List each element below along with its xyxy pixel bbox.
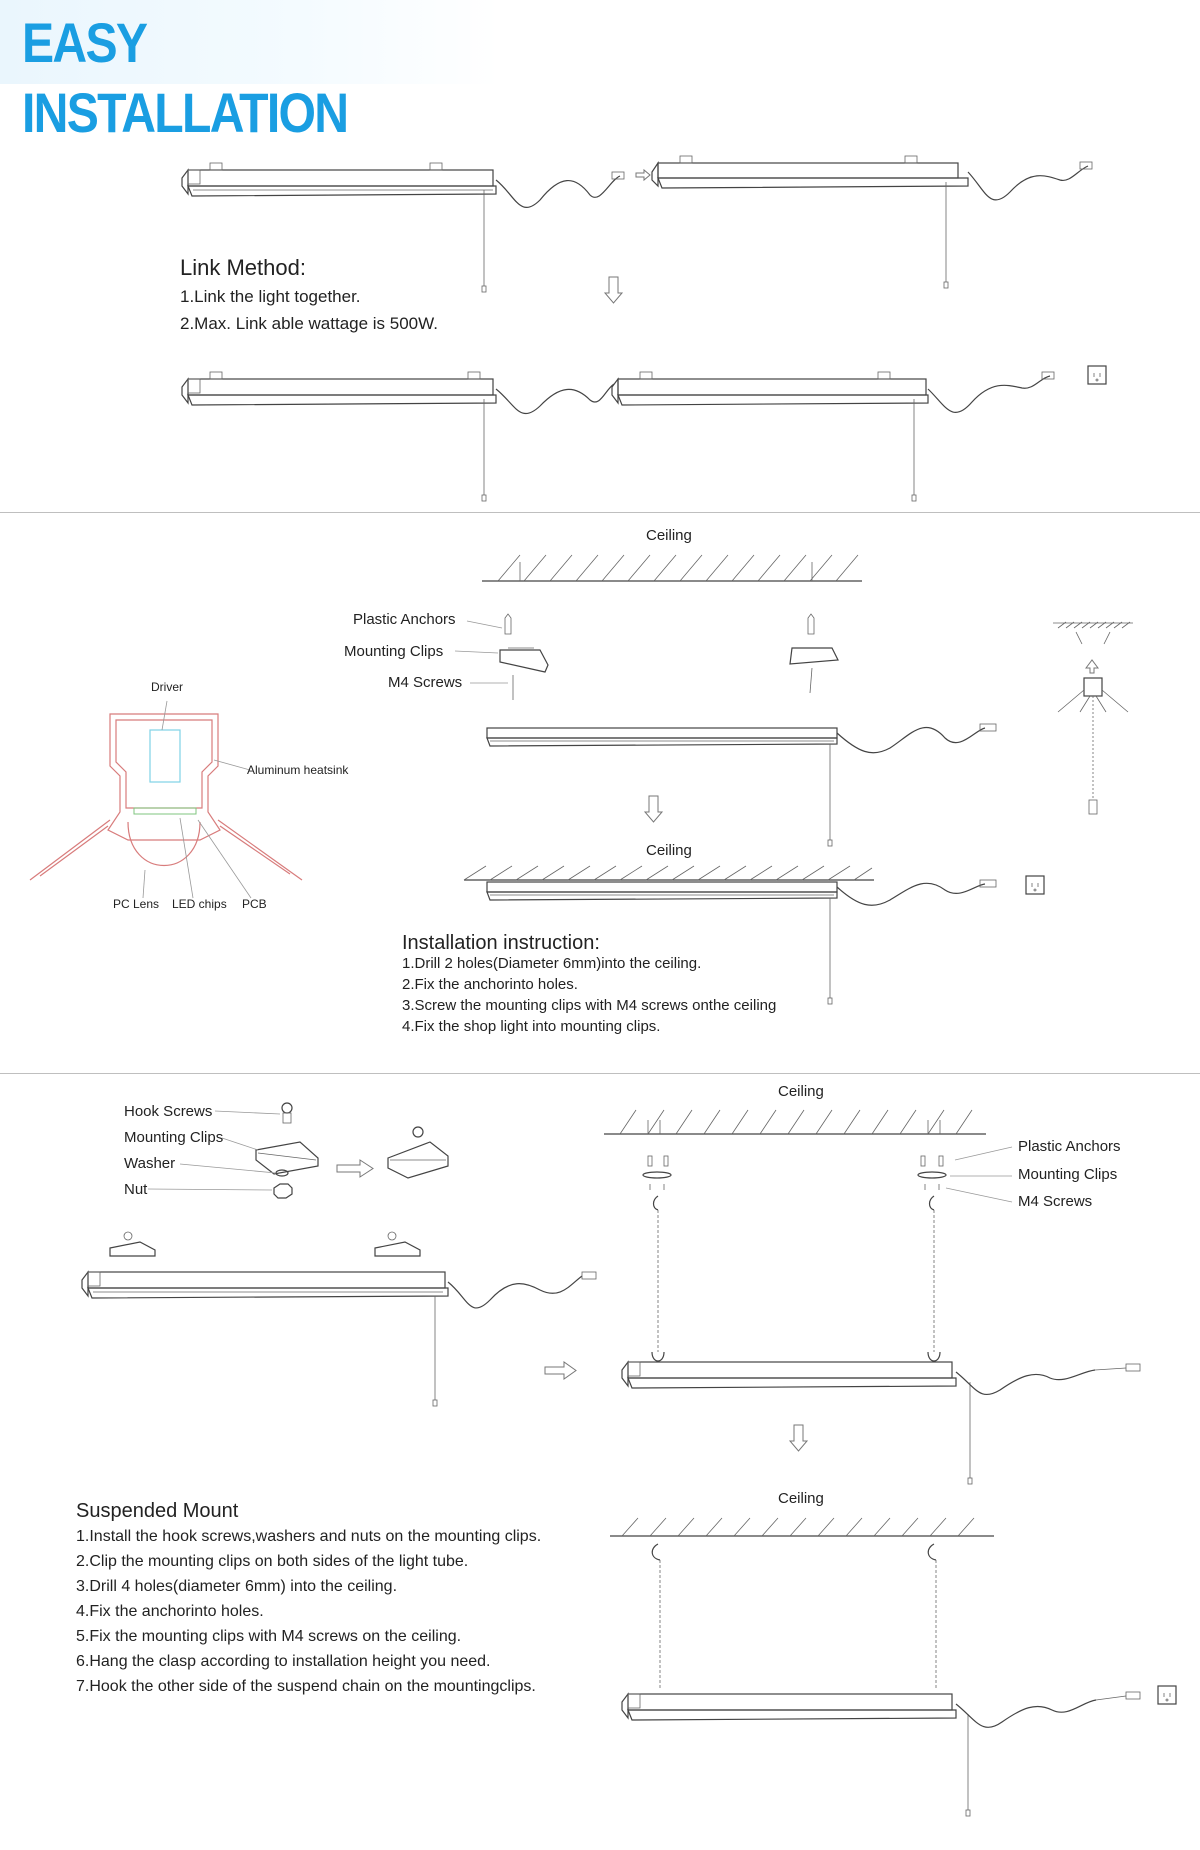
driver-label: Driver (151, 680, 183, 694)
chain-detail (1053, 621, 1133, 815)
mounting-clip-assembly (789, 613, 839, 694)
suspended-step: 3.Drill 4 holes(diameter 6mm) into the c… (76, 1578, 398, 1595)
installation-title: Installation instruction: (402, 932, 600, 954)
led-chips-label: LED chips (172, 897, 227, 911)
light-fixture (651, 155, 1093, 289)
ceiling-label: Ceiling (646, 527, 692, 544)
suspend-chain (642, 1155, 672, 1362)
m4-screws-label: M4 Screws (1018, 1193, 1093, 1210)
plastic-anchors-label: Plastic Anchors (353, 611, 456, 628)
pc-lens-label: PC Lens (113, 897, 160, 911)
right-arrow-icon (544, 1361, 577, 1380)
light-fixture (181, 162, 625, 293)
ceiling-hatch (463, 865, 874, 881)
light-fixture (486, 723, 997, 847)
page-title: EASY INSTALLATION (22, 11, 349, 144)
mounting-clips-label: Mounting Clips (124, 1129, 224, 1146)
linked-fixtures (181, 371, 1055, 502)
link-step: 2.Max. Link able wattage is 500W. (180, 314, 438, 333)
heatsink-label: Aluminum heatsink (247, 763, 349, 777)
mounting-clip-part (255, 1141, 319, 1175)
ceiling-label: Ceiling (778, 1490, 824, 1507)
mounting-clips-label: Mounting Clips (344, 643, 444, 660)
header-banner: EASY INSTALLATION (0, 0, 500, 144)
nut-label: Nut (124, 1181, 148, 1198)
suspend-chain (917, 1155, 947, 1362)
light-fixture-suspended (621, 1360, 1141, 1485)
hook-screw-icon (281, 1102, 293, 1124)
link-method-title: Link Method: (180, 255, 306, 280)
suspended-step: 5.Fix the mounting clips with M4 screws … (76, 1628, 462, 1645)
surface-mount-diagram (29, 554, 1133, 1005)
installation-step: 4.Fix the shop light into mounting clips… (402, 1018, 661, 1035)
suspended-mount-title: Suspended Mount (76, 1500, 239, 1522)
ceiling-hatch (482, 554, 862, 582)
ceiling-label: Ceiling (778, 1083, 824, 1100)
plastic-anchors-label: Plastic Anchors (1018, 1138, 1121, 1155)
mounting-clips-label: Mounting Clips (1018, 1166, 1118, 1183)
washer-label: Washer (124, 1155, 176, 1172)
light-fixture (81, 1231, 597, 1407)
right-arrow-icon (336, 1159, 374, 1178)
power-outlet-icon (1087, 365, 1107, 385)
light-fixture-final (621, 1691, 1141, 1817)
suspend-chain (927, 1543, 937, 1690)
installation-step: 3.Screw the mounting clips with M4 screw… (402, 997, 777, 1014)
suspended-step: 7.Hook the other side of the suspend cha… (76, 1678, 536, 1695)
power-outlet-icon (1025, 875, 1045, 895)
down-arrow-icon (788, 1424, 809, 1452)
pcb-label: PCB (242, 897, 267, 911)
assembled-clip (387, 1126, 449, 1179)
suspended-step: 2.Clip the mounting clips on both sides … (76, 1553, 469, 1570)
section-divider (0, 512, 1200, 513)
ceiling-hatch (604, 1109, 986, 1135)
ceiling-hatch (610, 1517, 994, 1537)
mounting-clip-assembly (499, 613, 549, 700)
down-arrow-icon (643, 795, 664, 823)
suspended-step: 1.Install the hook screws,washers and nu… (76, 1528, 542, 1545)
hook-screws-label: Hook Screws (124, 1103, 213, 1120)
installation-step: 2.Fix the anchorinto holes. (402, 976, 578, 993)
suspended-step: 4.Fix the anchorinto holes. (76, 1603, 264, 1620)
link-step: 1.Link the light together. (180, 287, 361, 306)
nut-icon (273, 1183, 293, 1199)
link-method-diagram (181, 155, 1107, 502)
installation-step: 1.Drill 2 holes(Diameter 6mm)into the ce… (402, 955, 702, 972)
cross-section-diagram (29, 713, 303, 881)
m4-screws-label: M4 Screws (388, 674, 463, 691)
suspend-chain (651, 1543, 661, 1690)
power-outlet-icon (1157, 1685, 1177, 1705)
light-fixture-mounted (486, 879, 997, 1005)
ceiling-label: Ceiling (646, 842, 692, 859)
suspended-step: 6.Hang the clasp according to installati… (76, 1653, 491, 1670)
down-arrow-icon (603, 276, 624, 304)
section-divider (0, 1073, 1200, 1074)
